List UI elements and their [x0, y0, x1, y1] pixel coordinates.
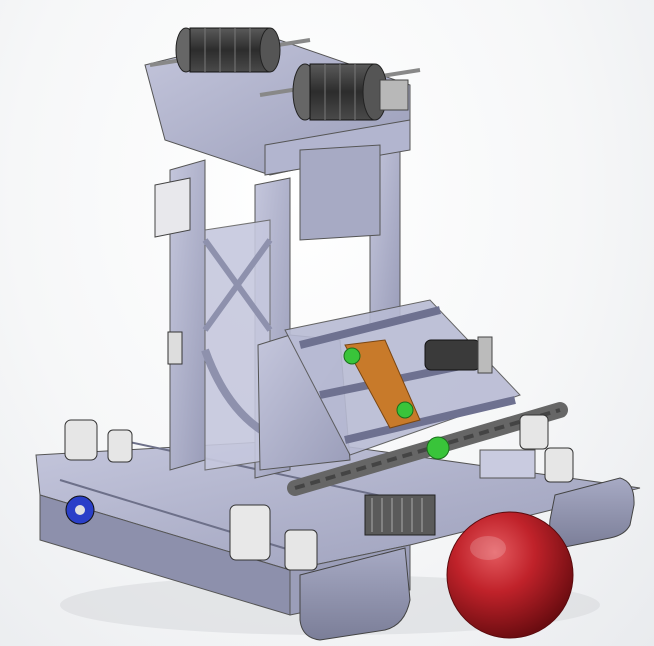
wheel-blue [65, 495, 95, 525]
intake-assembly [257, 299, 521, 471]
drive-motors [64, 414, 574, 571]
bumper-front-left [299, 547, 411, 641]
tower-frame [169, 144, 401, 479]
flywheel-upper [149, 27, 311, 73]
gear-rack [364, 494, 436, 536]
game-ball [446, 511, 574, 639]
intake-roller-front [287, 402, 568, 496]
control-module [154, 177, 191, 365]
flywheel-lower [259, 63, 421, 121]
